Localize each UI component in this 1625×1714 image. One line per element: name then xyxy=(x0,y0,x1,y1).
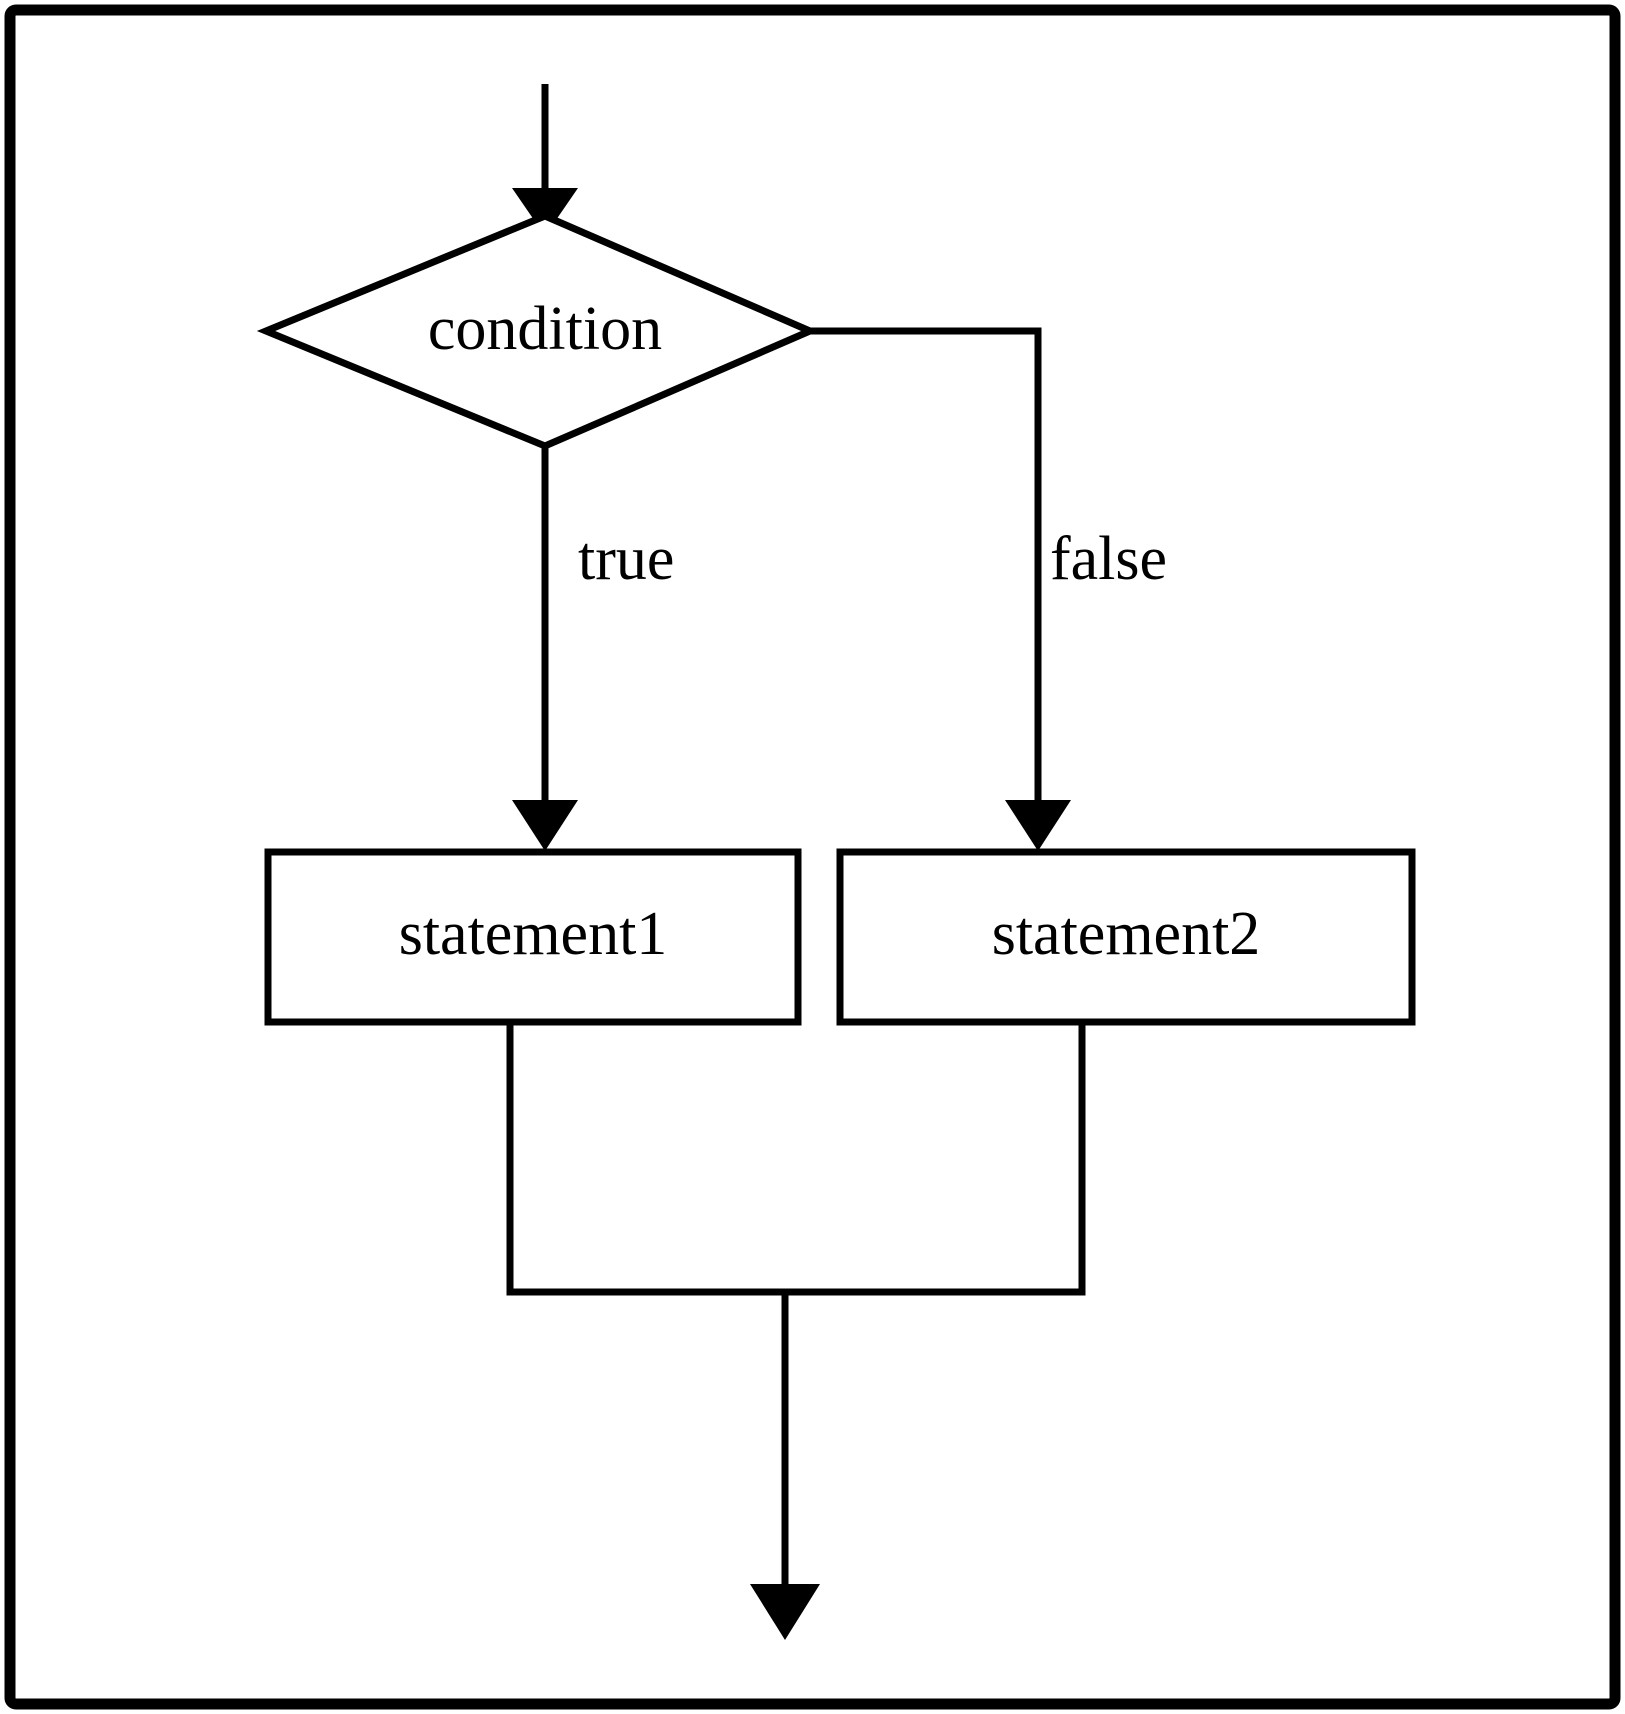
statement1-label: statement1 xyxy=(399,900,668,968)
true-arrowhead xyxy=(512,800,578,851)
edge-merge xyxy=(506,1022,1086,1296)
false-line xyxy=(810,327,1042,812)
false-edge-label: false xyxy=(1050,525,1167,593)
statement2-node[interactable]: statement2 xyxy=(836,848,1416,1026)
merge-line xyxy=(506,1022,1086,1296)
exit-arrowhead xyxy=(750,1584,820,1640)
edge-false: false xyxy=(810,327,1167,851)
edge-exit xyxy=(750,1292,820,1640)
edge-true: true xyxy=(512,446,674,851)
statement1-box xyxy=(264,848,802,1026)
true-edge-label: true xyxy=(578,525,674,593)
edge-entry xyxy=(512,84,578,236)
statement1-node[interactable]: statement1 xyxy=(264,848,802,1026)
entry-arrowhead xyxy=(512,188,578,236)
false-arrowhead xyxy=(1005,800,1071,851)
decision-label: condition xyxy=(428,295,662,363)
page-border xyxy=(4,4,1621,1710)
statement2-label: statement2 xyxy=(992,900,1261,968)
statement2-box xyxy=(836,848,1416,1026)
decision-node[interactable]: condition xyxy=(256,212,819,450)
